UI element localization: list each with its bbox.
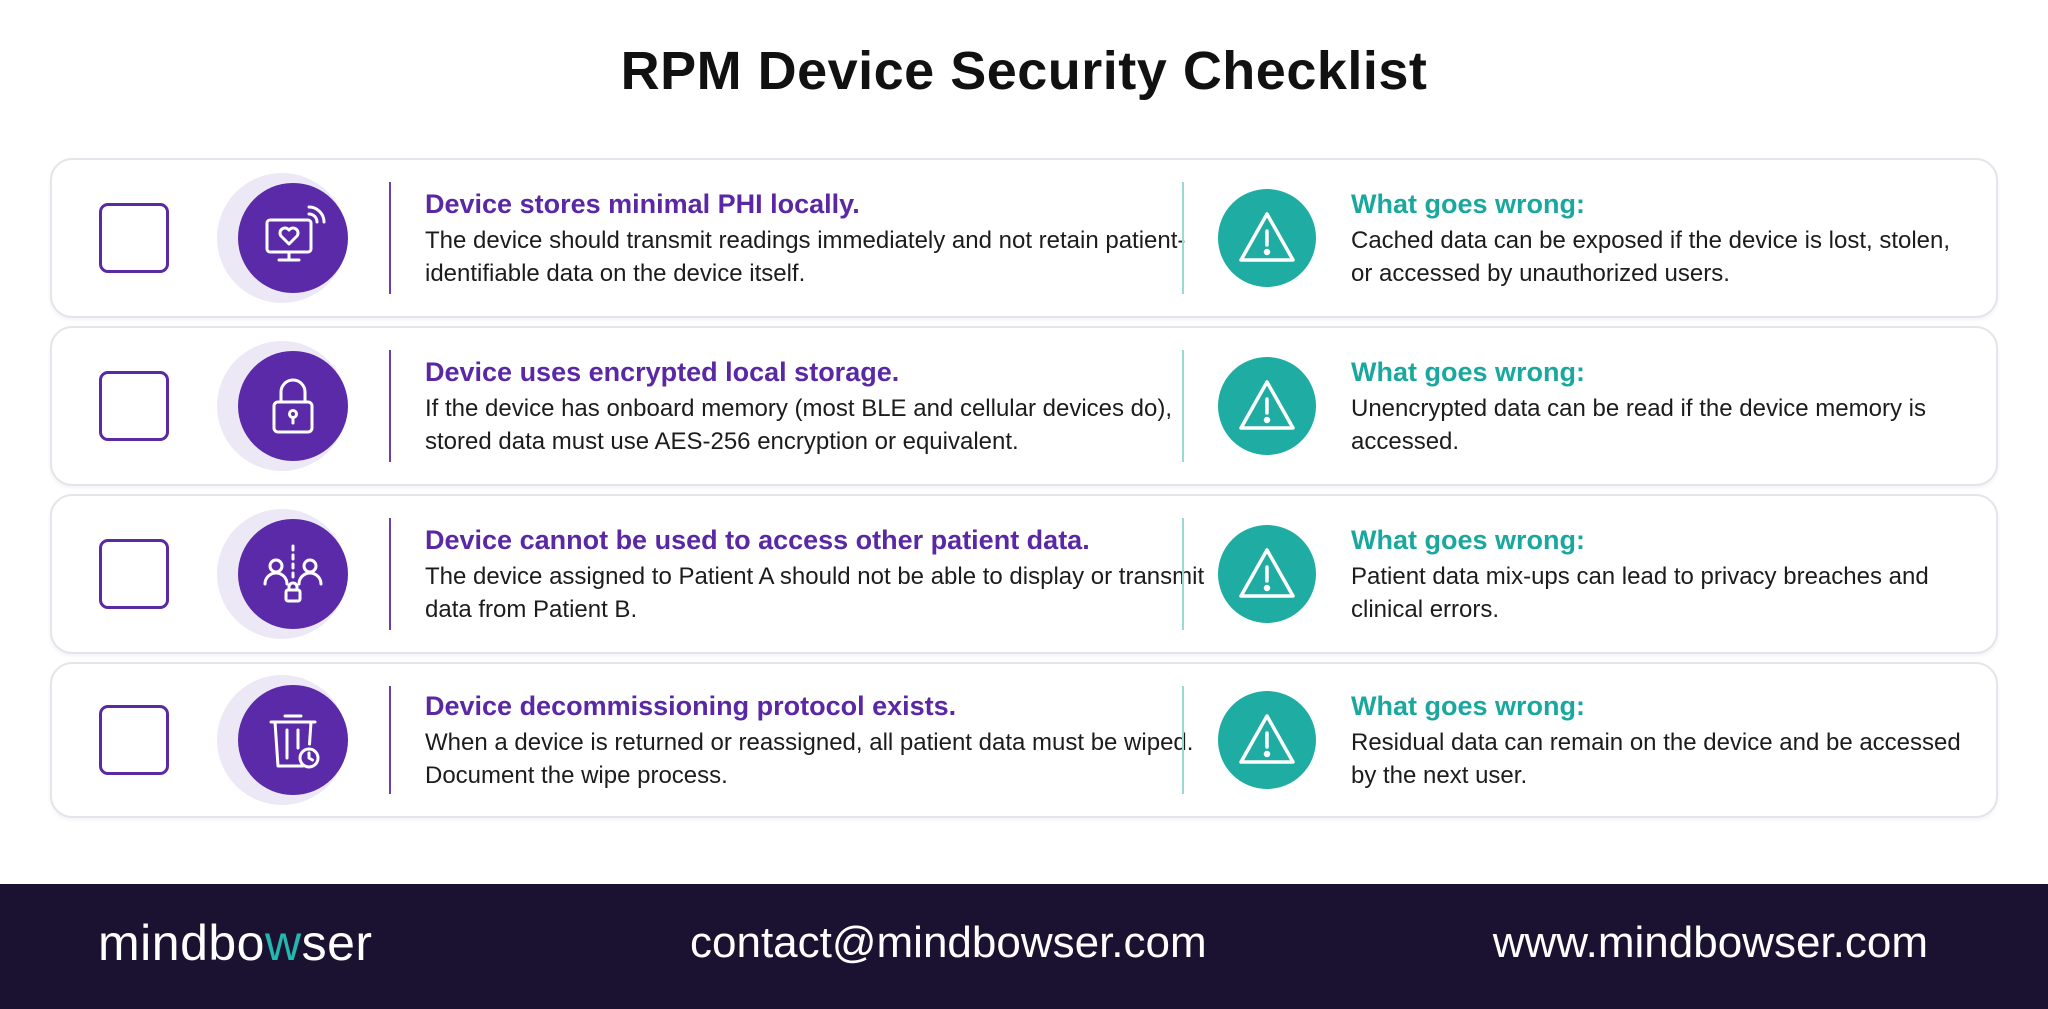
separated-users-lock-icon (238, 519, 348, 629)
item-description: The device should transmit readings imme… (425, 227, 1186, 287)
footer-bar: mindbowser contact@mindbowser.com www.mi… (0, 884, 2048, 1009)
item-description: If the device has onboard memory (most B… (425, 395, 1173, 455)
what-goes-wrong-title: What goes wrong: (1351, 189, 1585, 219)
warning-icon (1218, 691, 1316, 789)
trash-bin-clock-icon (238, 685, 348, 795)
item-checkbox[interactable] (99, 705, 169, 775)
warning-icon (1218, 357, 1316, 455)
page-title: RPM Device Security Checklist (620, 41, 1428, 101)
what-goes-wrong-title: What goes wrong: (1351, 525, 1585, 555)
purple-divider (389, 182, 391, 294)
checklist-item: Device cannot be used to access other pa… (50, 494, 1998, 654)
website-link[interactable]: www.mindbowser.com (1492, 918, 1928, 967)
what-goes-wrong-title: What goes wrong: (1351, 357, 1585, 387)
warning-icon (1218, 525, 1316, 623)
contact-email[interactable]: contact@mindbowser.com (690, 918, 1207, 967)
item-title: Device cannot be used to access other pa… (425, 525, 1090, 555)
checklist-item: Device stores minimal PHI locally. The d… (50, 158, 1998, 318)
what-goes-wrong-description: Unencrypted data can be read if the devi… (1351, 395, 1926, 455)
item-title: Device stores minimal PHI locally. (425, 189, 860, 219)
brand-text-end: ser (301, 915, 373, 971)
what-goes-wrong-title: What goes wrong: (1351, 691, 1585, 721)
what-goes-wrong-description: Patient data mix-ups can lead to privacy… (1351, 563, 1929, 623)
warning-icon (1218, 189, 1316, 287)
teal-divider (1182, 686, 1184, 794)
teal-divider (1182, 350, 1184, 462)
item-checkbox[interactable] (99, 539, 169, 609)
checklist-item: Device decommissioning protocol exists. … (50, 662, 1998, 818)
teal-divider (1182, 518, 1184, 630)
what-goes-wrong-description: Residual data can remain on the device a… (1351, 729, 1961, 789)
item-description: The device assigned to Patient A should … (425, 563, 1205, 623)
security-checklist: Device stores minimal PHI locally. The d… (50, 158, 1998, 826)
teal-divider (1182, 182, 1184, 294)
purple-divider (389, 350, 391, 462)
item-checkbox[interactable] (99, 203, 169, 273)
item-description: When a device is returned or reassigned,… (425, 729, 1194, 789)
item-checkbox[interactable] (99, 371, 169, 441)
item-title: Device decommissioning protocol exists. (425, 691, 957, 721)
monitor-heart-wifi-icon (238, 183, 348, 293)
brand-text-start: mindbo (98, 915, 265, 971)
brand-logo: mindbowser (98, 914, 373, 972)
item-title: Device uses encrypted local storage. (425, 357, 900, 387)
purple-divider (389, 686, 391, 794)
what-goes-wrong-description: Cached data can be exposed if the device… (1351, 227, 1951, 287)
purple-divider (389, 518, 391, 630)
padlock-icon (238, 351, 348, 461)
brand-text-accent: w (265, 915, 302, 971)
checklist-item: Device uses encrypted local storage. If … (50, 326, 1998, 486)
